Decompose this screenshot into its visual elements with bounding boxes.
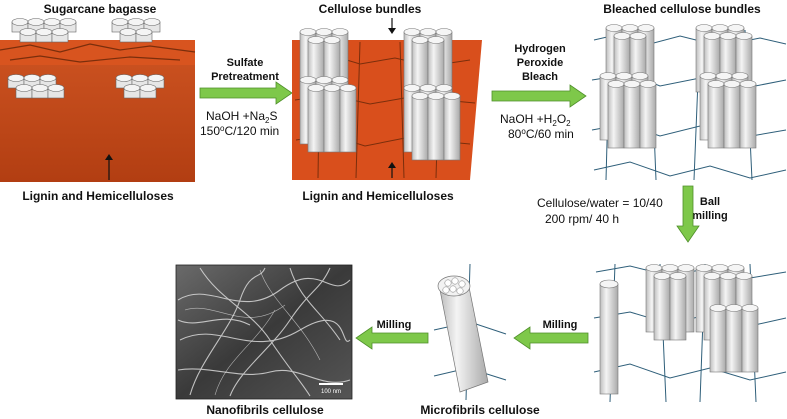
step-sulfate-temp: 150oC/120 min xyxy=(200,124,279,138)
scale-bar-label: 100 nm xyxy=(321,389,341,395)
stage-title-nanofibrils: Nanofibrils cellulose xyxy=(206,403,324,417)
stage-caption-bagasse: Lignin and Hemicelluloses xyxy=(22,189,174,203)
stage-milled-bundles xyxy=(592,262,787,404)
arrow-bleach xyxy=(491,84,587,108)
step-bleach-name-2: Peroxide xyxy=(517,57,563,69)
microfibril-ends xyxy=(442,277,466,295)
bagasse-cell-walls xyxy=(0,43,196,63)
step-ball-cond-2: 200 rpm/ 40 h xyxy=(545,212,619,226)
step-bleach-name-3: Bleach xyxy=(522,71,558,83)
step-sulfate-chem: NaOH +Na2S xyxy=(206,109,278,125)
step-milling-1: Milling xyxy=(513,319,589,350)
step-bleach-temp: 80oC/60 min xyxy=(508,127,574,141)
arrow-sulfate xyxy=(199,81,293,105)
stage-title-bagasse: Sugarcane bagasse xyxy=(44,2,157,16)
arrow-milling-2 xyxy=(355,326,429,350)
step-ball-name-1: Ball xyxy=(700,196,720,208)
arrow-ball-milling xyxy=(676,185,700,243)
step-ball-cond-1: Cellulose/water = 10/40 xyxy=(537,196,663,210)
arrow-milling-1 xyxy=(513,326,589,350)
step-bleach-name-1: Hydrogen xyxy=(514,43,566,55)
step-milling-1-name: Milling xyxy=(543,319,578,331)
pretreated-fiber-bundles xyxy=(299,28,461,161)
stage-nanofibrils: 100 nm Nanofibrils cellulose xyxy=(175,264,353,417)
stage-caption-pretreated: Lignin and Hemicelluloses xyxy=(302,189,454,203)
step-bleach: Hydrogen Peroxide Bleach NaOH +H2O2 80oC… xyxy=(491,43,587,141)
step-sulfate-name-2: Pretreatment xyxy=(211,71,279,83)
bagasse-fiber-bundles xyxy=(7,18,165,99)
milled-fiber-bundles xyxy=(599,264,759,395)
stage-microfibrils: Microfibrils cellulose xyxy=(420,262,540,417)
stage-title-bleached: Bleached cellulose bundles xyxy=(603,2,761,16)
stage-title-microfibrils: Microfibrils cellulose xyxy=(420,403,540,417)
stage-bleached: Bleached cellulose bundles xyxy=(590,2,787,182)
stage-bagasse: Sugarcane bagasse Lignin and Hemicellulo… xyxy=(0,2,196,203)
step-sulfate-name-1: Sulfate xyxy=(227,57,264,69)
step-bleach-chem: NaOH +H2O2 xyxy=(500,112,571,128)
stage-pretreated: Cellulose bundles Lignin and Hemicellulo… xyxy=(292,2,482,203)
step-ball-name-2: milling xyxy=(692,210,727,222)
step-milling-2-name: Milling xyxy=(377,319,412,331)
bagasse-top-face xyxy=(0,40,195,65)
step-milling-2: Milling xyxy=(355,319,429,350)
stage-title-pretreated: Cellulose bundles xyxy=(319,2,422,16)
step-ball-milling: Cellulose/water = 10/40 200 rpm/ 40 h Ba… xyxy=(537,185,728,243)
step-sulfate: Sulfate Pretreatment NaOH +Na2S 150oC/12… xyxy=(199,57,293,138)
sem-fibrils xyxy=(177,267,351,397)
